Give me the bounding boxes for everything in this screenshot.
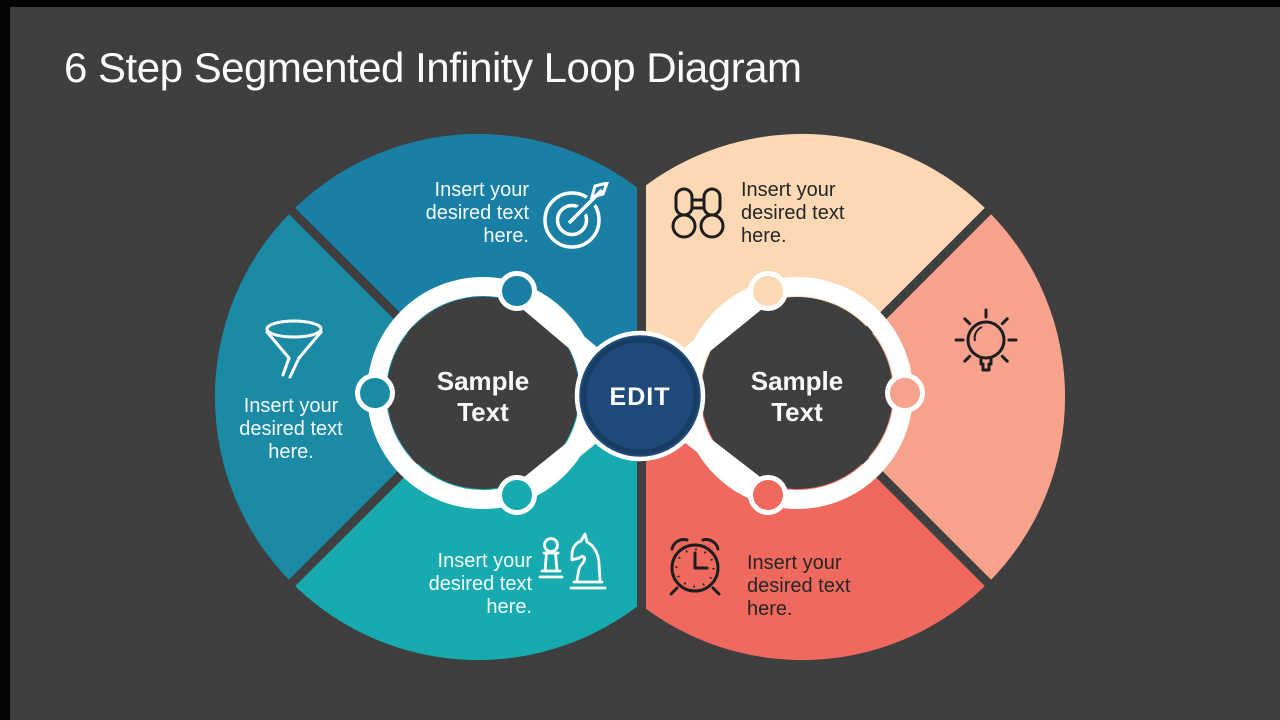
lightbulb-icon bbox=[954, 308, 1018, 372]
loop-dot-right-bottom bbox=[748, 475, 788, 515]
segment-left-middle[interactable] bbox=[214, 211, 479, 583]
placeholder-text-left-bottom[interactable]: Insert your desired text here. bbox=[428, 550, 532, 618]
edit-button-label[interactable]: EDIT bbox=[609, 383, 671, 411]
edit-button-inner-ring bbox=[581, 337, 699, 455]
loop-dot-left-middle bbox=[355, 373, 395, 413]
sample-text-left[interactable]: Sample Text bbox=[436, 366, 530, 427]
screen-edge-left bbox=[0, 0, 10, 720]
funnel-icon bbox=[265, 319, 323, 379]
page-title: 6 Step Segmented Infinity Loop Diagram bbox=[64, 44, 802, 91]
sample-text-right[interactable]: Sample Text bbox=[750, 366, 844, 427]
chess-icon bbox=[538, 532, 607, 590]
target-icon bbox=[543, 182, 609, 249]
placeholder-text-right-top[interactable]: Insert your desired text here. bbox=[741, 179, 845, 247]
loop-dot-right-top bbox=[748, 271, 788, 311]
loop-dot-left-bottom bbox=[497, 475, 537, 515]
edit-button-circle[interactable] bbox=[574, 330, 706, 462]
placeholder-text-left-top[interactable]: Insert your desired text here. bbox=[425, 179, 529, 247]
loop-interior-right bbox=[701, 297, 893, 489]
placeholder-text-left-middle[interactable]: Insert your desired text here. bbox=[239, 395, 343, 463]
binoculars-icon bbox=[671, 187, 725, 239]
loop-dot-right-middle bbox=[885, 373, 925, 413]
loop-interior-left bbox=[387, 297, 579, 489]
alarm-clock-icon bbox=[669, 538, 721, 596]
loop-dot-left-top bbox=[497, 271, 537, 311]
screen-edge-top bbox=[0, 0, 1280, 7]
segment-right-middle[interactable] bbox=[802, 211, 1066, 583]
placeholder-text-right-bottom[interactable]: Insert your desired text here. bbox=[747, 552, 851, 620]
